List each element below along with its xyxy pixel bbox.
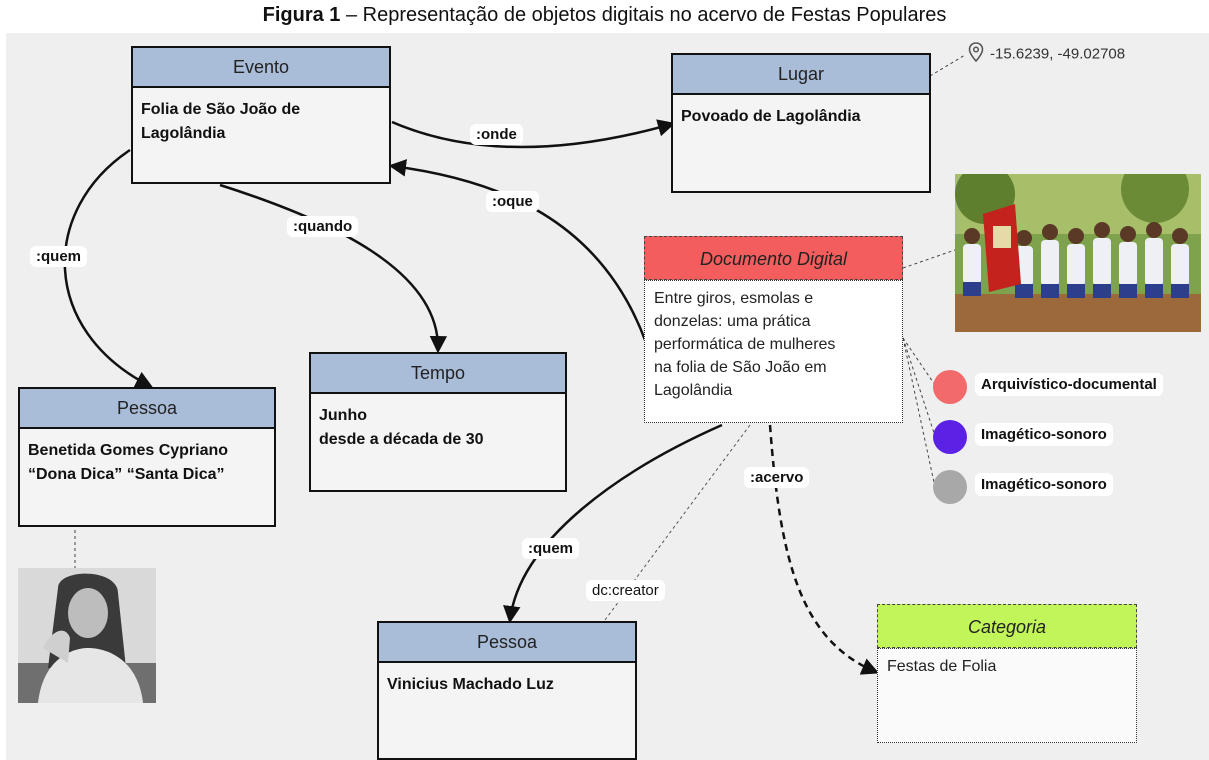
- node-categoria-body: Festas de Folia: [877, 648, 1137, 743]
- node-tempo-head: Tempo: [311, 354, 565, 394]
- edge-label-creator: dc:creator: [586, 580, 665, 601]
- edge-creator: [604, 424, 751, 621]
- legend-dot: [933, 420, 967, 454]
- portrait-photo: [18, 568, 156, 703]
- connector-legend-3: [902, 337, 936, 488]
- legend-label: Imagético-sonoro: [975, 423, 1113, 446]
- node-documento-body: Entre giros, esmolas e donzelas: uma prá…: [644, 280, 903, 423]
- coordinate-text: -15.6239, -49.02708: [990, 45, 1126, 63]
- node-tempo-body: Junho desde a década de 30: [319, 407, 484, 448]
- legend-dot: [933, 470, 967, 504]
- connector-lugar-coord: [929, 54, 966, 77]
- node-pessoa-2-body: Vinicius Machado Luz: [387, 676, 554, 693]
- edge-label-quem-2: :quem: [522, 538, 579, 559]
- node-evento-body: Folia de São João de Lagolândia: [141, 101, 301, 142]
- node-evento-head: Evento: [133, 48, 389, 88]
- node-lugar-body: Povoado de Lagolândia: [681, 108, 861, 125]
- figure-title: Figura 1 – Representação de objetos digi…: [0, 4, 1209, 27]
- legend-label: Imagético-sonoro: [975, 473, 1113, 496]
- edge-label-quando: :quando: [287, 216, 359, 237]
- connector-legend-2: [902, 337, 936, 437]
- node-tempo: Tempo Junho desde a década de 30: [309, 352, 567, 492]
- node-pessoa-1: Pessoa Benetida Gomes Cypriano “Dona Dic…: [18, 387, 276, 527]
- node-documento-digital: Documento Digital Entre giros, esmolas e…: [644, 236, 903, 423]
- node-pessoa-2-head: Pessoa: [379, 623, 635, 663]
- procession-photo: [955, 174, 1201, 332]
- node-lugar-head: Lugar: [673, 55, 929, 95]
- figure-title-bold: Figura 1: [262, 4, 341, 26]
- node-pessoa-1-head: Pessoa: [20, 389, 274, 429]
- edge-acervo: [768, 424, 880, 675]
- edge-quando: [219, 183, 448, 354]
- node-categoria-head: Categoria: [877, 604, 1137, 648]
- edge-label-acervo: :acervo: [744, 467, 810, 488]
- edge-onde: [391, 119, 676, 149]
- node-pessoa-2: Pessoa Vinicius Machado Luz: [377, 621, 637, 760]
- edge-oque: [388, 159, 647, 341]
- node-documento-head: Documento Digital: [644, 236, 903, 280]
- connector-doc-photo: [902, 249, 956, 269]
- location-coordinate: -15.6239, -49.02708: [968, 42, 1125, 66]
- figure-title-text: – Representação de objetos digitais no a…: [340, 4, 947, 26]
- map-pin-icon: [968, 42, 984, 66]
- edge-quem-1: [63, 148, 154, 388]
- edge-label-oque: :oque: [486, 191, 539, 212]
- node-evento: Evento Folia de São João de Lagolândia: [131, 46, 391, 184]
- edge-quem-2: [503, 423, 723, 624]
- connector-legend-1: [902, 337, 936, 386]
- legend-label: Arquivístico-documental: [975, 373, 1163, 396]
- node-categoria: Categoria Festas de Folia: [877, 604, 1137, 743]
- edge-label-quem-1: :quem: [30, 246, 87, 267]
- legend-dot: [933, 370, 967, 404]
- node-pessoa-1-body: Benetida Gomes Cypriano “Dona Dica” “San…: [28, 442, 229, 483]
- node-lugar: Lugar Povoado de Lagolândia: [671, 53, 931, 193]
- edge-label-onde: :onde: [470, 124, 523, 145]
